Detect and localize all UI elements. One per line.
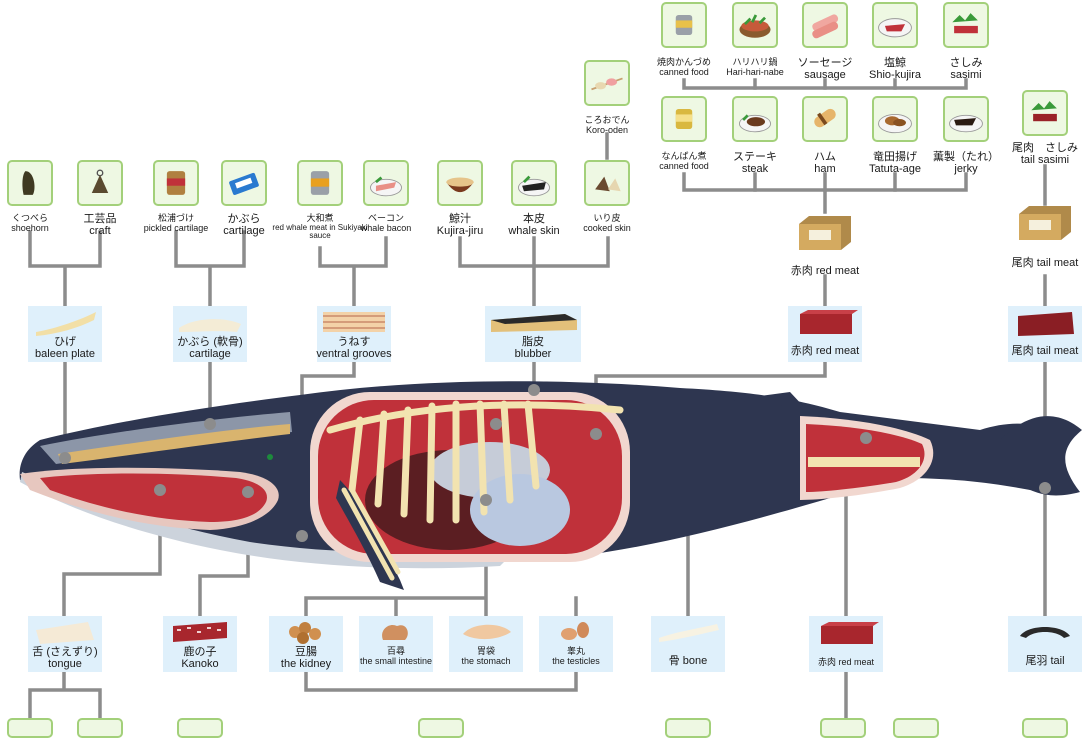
can-icon bbox=[297, 160, 343, 206]
can-icon bbox=[661, 2, 707, 48]
fried-plate-icon bbox=[872, 96, 918, 142]
tail-meat-crate-icon bbox=[1019, 206, 1071, 240]
salted-plate-icon bbox=[872, 2, 918, 48]
product-tile-partial bbox=[1022, 718, 1068, 738]
skewer-icon bbox=[584, 60, 630, 106]
can-icon bbox=[661, 96, 707, 142]
can-icon bbox=[153, 160, 199, 206]
steak-icon bbox=[732, 96, 778, 142]
sashimi-icon bbox=[1022, 90, 1068, 136]
part-red-meat: 赤肉 red meat bbox=[788, 306, 862, 362]
sausage-icon bbox=[802, 2, 848, 48]
organ-intestine bbox=[470, 474, 570, 546]
jerky-icon bbox=[943, 96, 989, 142]
part-tongue: 舌 (さえずり)tongue bbox=[28, 616, 102, 672]
product-tile-partial bbox=[77, 718, 123, 738]
product-tile-partial bbox=[820, 718, 866, 738]
spine-ribs bbox=[326, 400, 624, 524]
product-label-jerky: 薫製（たれ）jerky bbox=[933, 151, 999, 175]
shoehorn-icon bbox=[7, 160, 53, 206]
red-meat-crate-icon bbox=[799, 216, 851, 250]
product-tile-partial bbox=[418, 718, 464, 738]
crate-label-red-meat: 赤肉 red meat bbox=[790, 265, 860, 277]
product-tile-partial bbox=[177, 718, 223, 738]
hotpot-icon bbox=[732, 2, 778, 48]
bacon-plate-icon bbox=[363, 160, 409, 206]
part-bone: 骨 bone bbox=[651, 616, 725, 672]
part-tail-meat: 尾肉 tail meat bbox=[1008, 306, 1082, 362]
ham-icon bbox=[802, 96, 848, 142]
tail-fluke-shape bbox=[1000, 416, 1082, 496]
skin-plate-icon bbox=[511, 160, 557, 206]
craft-icon bbox=[77, 160, 123, 206]
part-red-meat-lower: 赤肉 red meat bbox=[809, 616, 883, 672]
part-cartilage: かぶら (軟骨)cartilage bbox=[173, 306, 247, 362]
connector-dots bbox=[59, 384, 1051, 542]
baleen-strip bbox=[58, 424, 290, 464]
part-tail-fluke: 尾羽 tail bbox=[1008, 616, 1082, 672]
product-tile-partial bbox=[665, 718, 711, 738]
cooked-skin-icon bbox=[584, 160, 630, 206]
sashimi-icon bbox=[943, 2, 989, 48]
whale-illustration bbox=[19, 381, 1082, 590]
throat-meat bbox=[40, 473, 267, 522]
product-tile-partial bbox=[7, 718, 53, 738]
product-tile-partial bbox=[893, 718, 939, 738]
flipper-bones bbox=[341, 487, 401, 581]
dorsal-fin bbox=[730, 392, 805, 408]
cartilage-pack-icon bbox=[221, 160, 267, 206]
crate-label-tail-meat: 尾肉 tail meat bbox=[1011, 257, 1079, 269]
soup-bowl-icon bbox=[437, 160, 483, 206]
whale-eye bbox=[267, 454, 273, 460]
